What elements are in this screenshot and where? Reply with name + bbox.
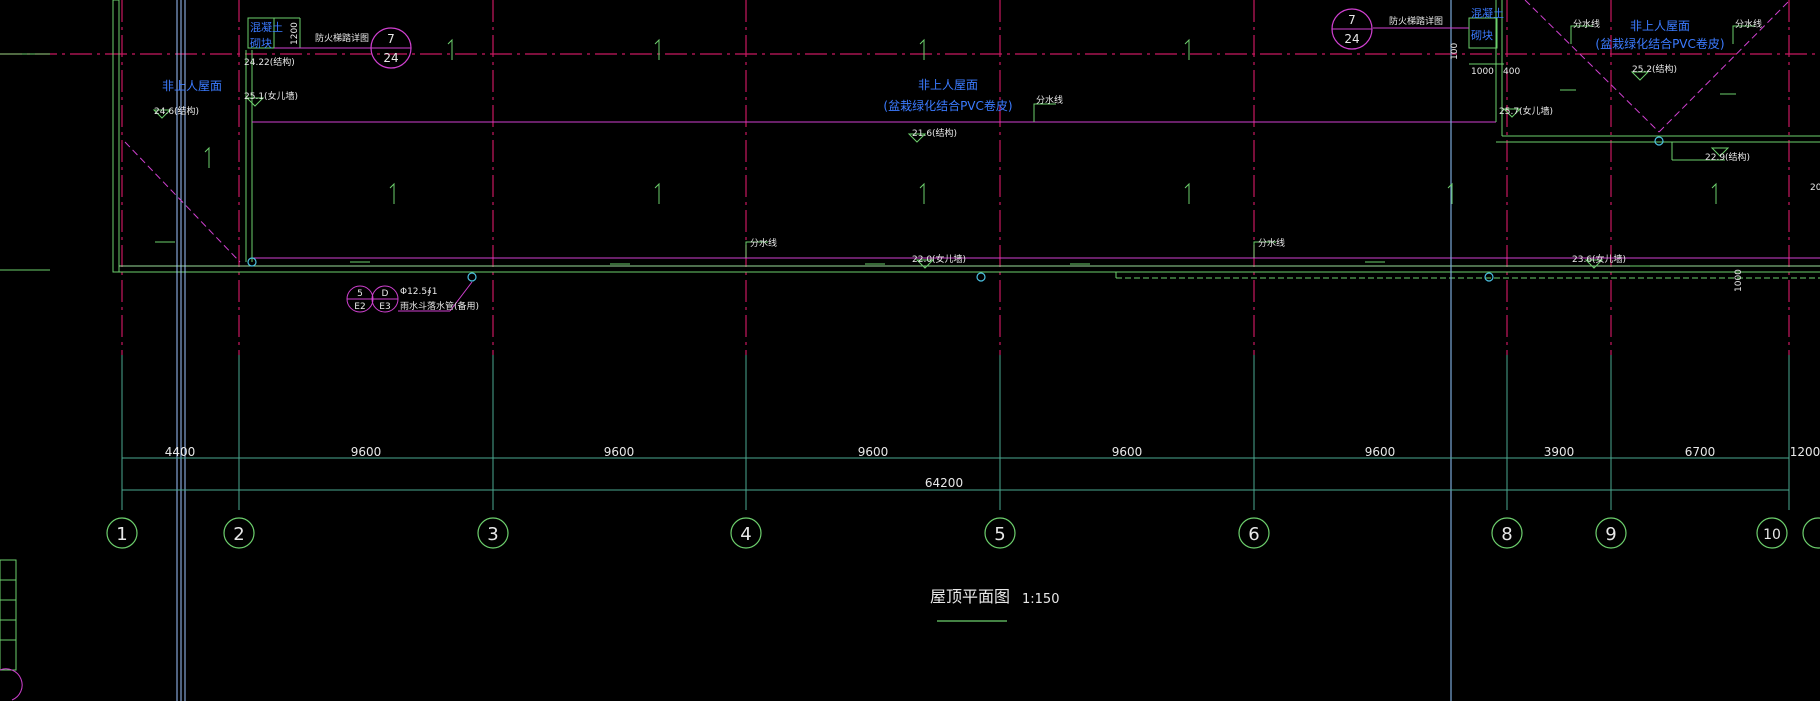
span-6-8: 9600 [1365, 445, 1396, 459]
edge-label: 20 [1810, 183, 1820, 193]
drain-spec-note: Φ12.5∮1 [400, 287, 438, 297]
roof-label-center: 非上人屋面 [918, 78, 978, 92]
dim-400-top: 400 [1503, 67, 1520, 77]
dimension-lines [121, 450, 1790, 496]
axis-label-9: 9 [1605, 524, 1616, 545]
axis-bubble-1 [106, 517, 138, 549]
axis-label-2: 2 [233, 524, 244, 545]
roof-slope-lines [124, 0, 1791, 263]
axis-bubble-3 [477, 517, 509, 549]
ref-number-top: 7 [387, 32, 395, 46]
elevation-24-22: 24.22(结构) [244, 56, 295, 68]
axis-labels: 1 2 3 4 5 6 8 9 10 [116, 524, 1781, 545]
roof-labels: 非上人屋面 非上人屋面 (盆栽绿化结合PVC卷皮) 非上人屋面 (盆栽绿化结合P… [162, 6, 1725, 113]
axis-bubbles [106, 517, 1820, 549]
slope-markers [155, 38, 1736, 267]
drawing-title: 屋顶平面图 [930, 587, 1010, 606]
axis-label-4: 4 [740, 524, 751, 545]
span-2-3: 9600 [351, 445, 382, 459]
building-outline [112, 0, 1820, 279]
drain-pipe-note: 雨水斗落水管(备用) [400, 300, 479, 312]
small-notes: 防火梯踏详图 防火梯踏详图 24.6(结构) 25.1(女儿墙) 24.22(结… [154, 15, 1820, 265]
axis-label-5: 5 [994, 524, 1005, 545]
axis-label-8: 8 [1501, 524, 1512, 545]
dim-1000-vertical: 1000 [1734, 269, 1744, 292]
detail-sheet-e2: E2 [354, 302, 365, 312]
total-dimension: 64200 [925, 476, 963, 490]
elevation-22-0: 22.0(女儿墙) [912, 253, 966, 265]
axis-bubble-2 [223, 517, 255, 549]
elevation-markers [152, 71, 1730, 269]
axis-label-3: 3 [487, 524, 498, 545]
span-3-4: 9600 [604, 445, 635, 459]
axis-bubble-4 [730, 517, 762, 549]
elevation-25-2: 25.2(结构) [1632, 63, 1677, 75]
axis-bubble-8 [1491, 517, 1523, 549]
detail-reference-7-24-right[interactable]: 7 24 [1331, 8, 1373, 50]
roof-label-left: 非上人屋面 [162, 79, 222, 93]
axis-bubble-5 [984, 517, 1016, 549]
drawing-scale: 1:150 [1022, 592, 1059, 607]
detail-number-5: 5 [357, 289, 363, 299]
detail-sheet-e3: E3 [379, 302, 390, 312]
elevation-25-7: 25.7(女儿墙) [1499, 105, 1553, 117]
elevation-21-6: 21.6(结构) [912, 127, 957, 139]
roof-drains [247, 136, 1664, 282]
axis-label-1: 1 [116, 524, 127, 545]
split-water-4: 分水线 [1573, 18, 1600, 30]
block-label-right: 砌块 [1471, 29, 1493, 42]
ladder-details [247, 17, 1504, 65]
ref-number-bottom: 24 [383, 51, 398, 65]
concrete-label: 混凝土 [250, 20, 283, 34]
span-9-10: 6700 [1685, 445, 1716, 459]
span-1-2: 4400 [165, 445, 196, 459]
roof-sublabel-right: (盆栽绿化结合PVC卷皮) [1595, 36, 1724, 51]
roof-label-right: 非上人屋面 [1630, 19, 1690, 33]
dim-1000-top: 1000 [1471, 67, 1494, 77]
elevation-25-1: 25.1(女儿墙) [244, 90, 298, 102]
span-10-end: 1200 [1790, 445, 1820, 459]
grid-extension-lines [121, 355, 1790, 510]
axis-bubble-6 [1238, 517, 1270, 549]
axis-label-10: 10 [1763, 527, 1781, 543]
elevation-23-6: 23.6(女儿墙) [1572, 253, 1626, 265]
fire-ladder-note-right: 防火梯踏详图 [1389, 15, 1443, 27]
axis-label-6: 6 [1248, 524, 1259, 545]
split-water-5: 分水线 [1735, 18, 1762, 30]
left-edge-fragments [0, 53, 50, 701]
axis-bubble-9 [1595, 517, 1627, 549]
elevation-24-6: 24.6(结构) [154, 105, 199, 117]
axis-bubble-10 [1756, 517, 1788, 549]
grid-lines-vertical [121, 0, 1790, 355]
dimension-texts: 4400 9600 9600 9600 9600 9600 3900 6700 … [165, 445, 1820, 490]
block-label: 砌块 [250, 37, 272, 50]
roof-sublabel-center: (盆栽绿化结合PVC卷皮) [883, 98, 1012, 113]
fire-ladder-note: 防火梯踏详图 [315, 32, 369, 44]
split-water-2: 分水线 [750, 237, 777, 249]
split-water-3: 分水线 [1258, 237, 1285, 249]
ref-number-top: 7 [1348, 13, 1356, 27]
split-water-flags [745, 25, 1755, 258]
elevation-22-9: 22.9(结构) [1705, 151, 1750, 163]
span-5-6: 9600 [1112, 445, 1143, 459]
concrete-label-right: 混凝土 [1471, 6, 1504, 20]
split-water-1: 分水线 [1036, 94, 1063, 106]
drain-detail-reference[interactable] [346, 281, 473, 313]
dim-1200-vertical: 1200 [290, 22, 300, 45]
detail-reference-7-24[interactable]: 7 24 [370, 27, 412, 69]
span-8-9: 3900 [1544, 445, 1575, 459]
detail-number-d: D [382, 289, 389, 299]
span-4-5: 9600 [858, 445, 889, 459]
axis-bubble-partial [1802, 517, 1820, 549]
dim-vertical-right: 100 [1450, 43, 1460, 60]
left-column-lines [176, 0, 186, 701]
ref-number-bottom: 24 [1344, 32, 1359, 46]
